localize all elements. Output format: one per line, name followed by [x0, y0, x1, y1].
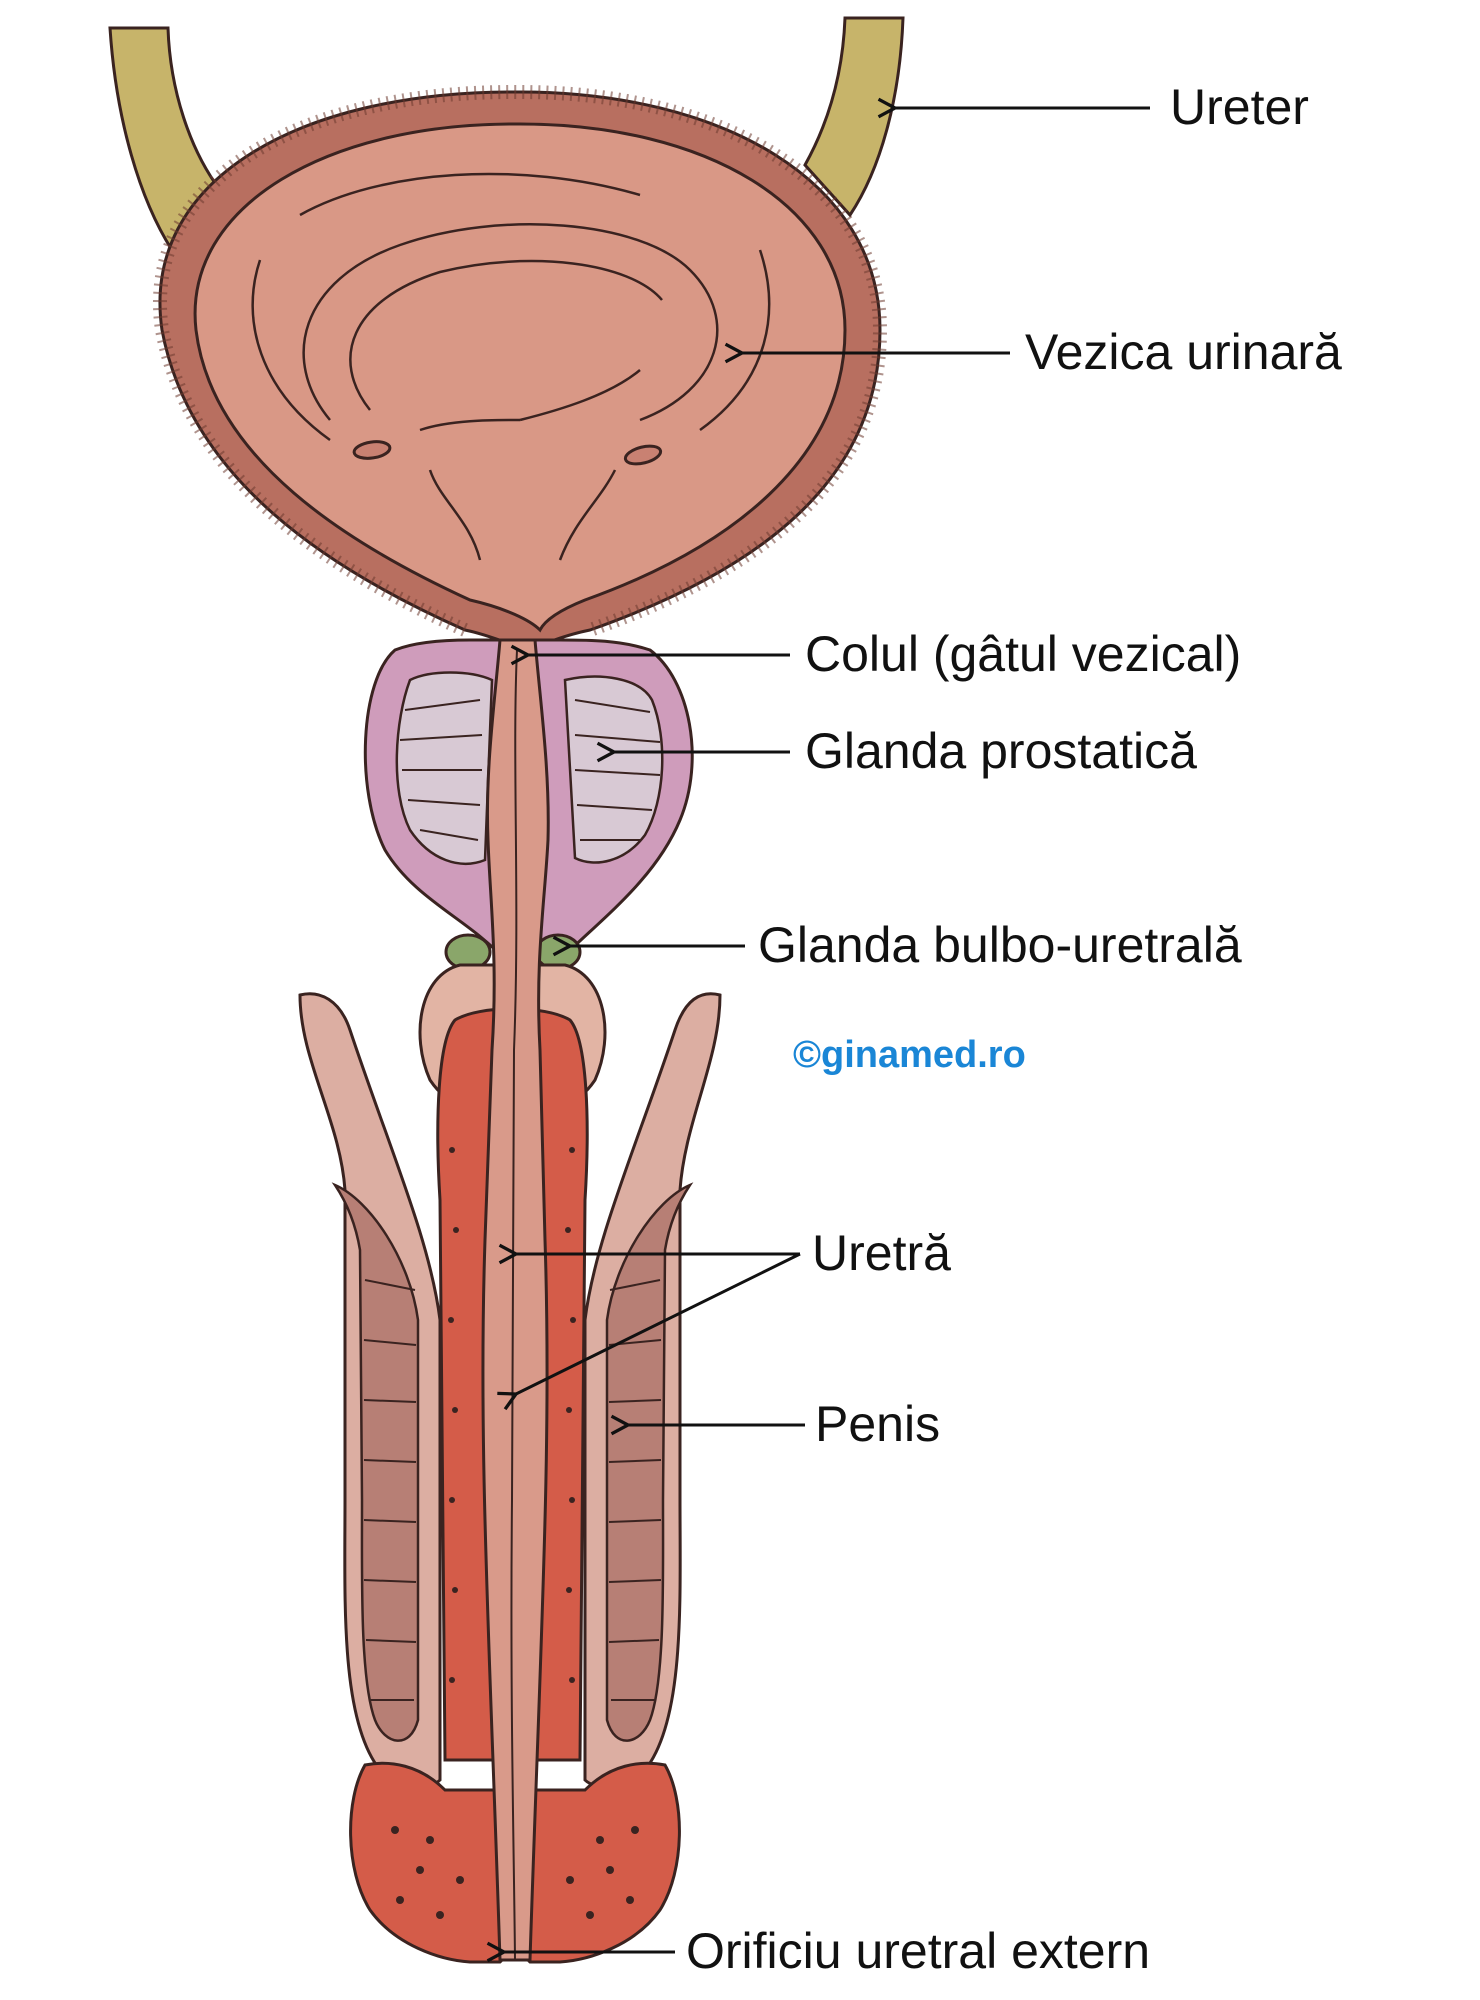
bladder-folds	[251, 172, 771, 561]
bladder-lumen	[193, 122, 847, 633]
prostate-left-lobe	[395, 671, 494, 865]
cavernosa-striations	[363, 1279, 662, 1701]
label-bladder-neck: Colul (gâtul vezical)	[805, 626, 1242, 682]
arrow-urethra-lower	[516, 1252, 801, 1394]
spongiosum-dots	[391, 1147, 639, 1919]
label-penis: Penis	[815, 1396, 941, 1452]
label-external-orifice: Orificiu uretral extern	[686, 1923, 1151, 1979]
right-ureter	[803, 16, 905, 218]
urethra-channel	[481, 638, 550, 1962]
prostate-striations	[399, 699, 661, 841]
glans-penis	[349, 1761, 681, 1964]
leader-lines	[504, 108, 1150, 1952]
left-cavernosum-inner	[331, 1182, 420, 1742]
right-ureteral-orifice	[623, 444, 663, 466]
prostate-right-lobe	[563, 675, 664, 864]
urethra-midline	[510, 649, 518, 1961]
watermark: ©ginamed.ro	[793, 1034, 1026, 1076]
label-bulbourethral: Glanda bulbo-uretrală	[758, 917, 1242, 973]
label-ureter: Ureter	[1170, 79, 1309, 135]
label-prostate: Glanda prostatică	[805, 723, 1197, 779]
left-ureteral-orifice	[352, 440, 392, 460]
label-bladder: Vezica urinară	[1025, 324, 1342, 380]
label-urethra: Uretră	[812, 1225, 951, 1281]
